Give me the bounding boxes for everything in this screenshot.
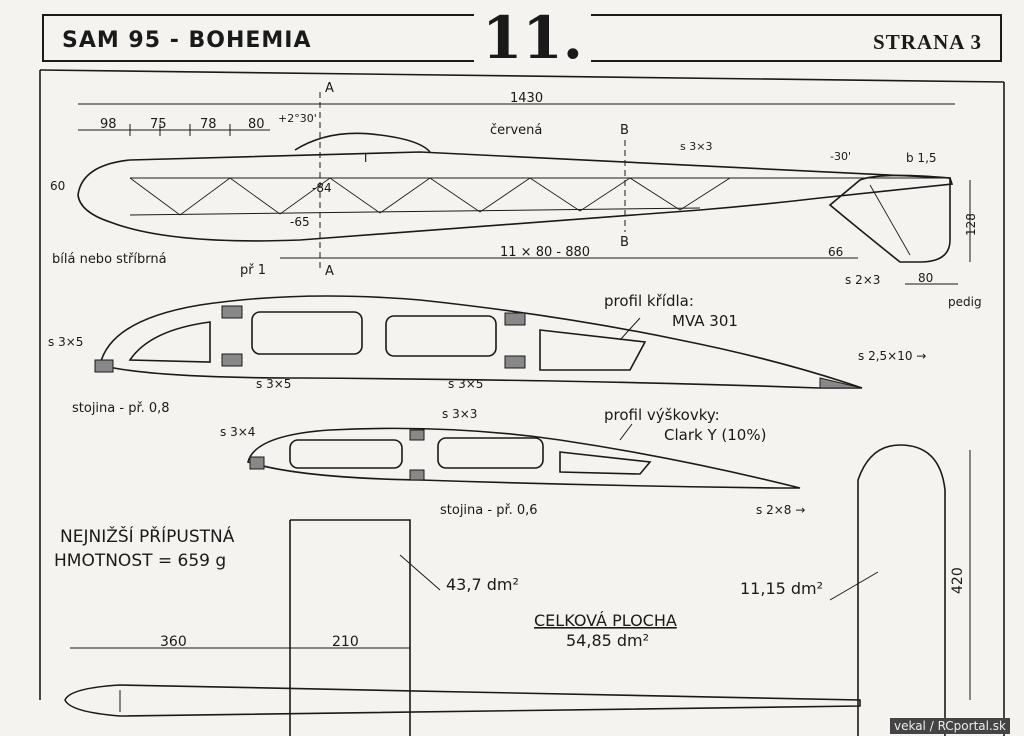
total-area: 54,85 dm² xyxy=(566,631,649,650)
dim-210: 210 xyxy=(332,634,359,650)
stab-profile-name: Clark Y (10%) xyxy=(664,426,766,444)
section-a-bottom: A xyxy=(325,264,334,279)
stab-s3x3: s 3×3 xyxy=(442,407,477,421)
wing-area: 43,7 dm² xyxy=(446,575,519,594)
angle-label: +2°30' xyxy=(278,112,317,125)
fin-height: 420 xyxy=(950,567,966,594)
dim-80: 80 xyxy=(248,117,265,132)
dim-84: -84 xyxy=(312,181,332,195)
pedig-label: pedig xyxy=(948,295,982,309)
wing-planform xyxy=(70,519,411,736)
weight-line1: NEJNIŽŠÍ PŘÍPUSTNÁ xyxy=(60,525,235,547)
weight-line2: HMOTNOST = 659 g xyxy=(54,551,226,571)
wing-stojina: stojina - př. 0,8 xyxy=(72,401,170,416)
title-block: SAM 95 - BOHEMIA 11. STRANA 3 xyxy=(42,4,1002,72)
dim-total: 1430 xyxy=(510,91,543,106)
sheet-number: 11. xyxy=(474,4,591,72)
total-area-label: CELKOVÁ PLOCHA xyxy=(534,611,677,630)
section-b-top: B xyxy=(620,123,629,138)
dim-80b: 80 xyxy=(918,271,933,285)
fuselage-side-view xyxy=(77,92,971,285)
model-title: SAM 95 - BOHEMIA xyxy=(62,28,312,53)
s3x3-fuselage: s 3×3 xyxy=(680,140,712,153)
stab-profile-title: profil výškovky: xyxy=(604,406,720,424)
stab-s2x8: s 2×8 → xyxy=(756,503,805,517)
dim-128: 128 xyxy=(964,213,978,236)
wing-s25x10: s 2,5×10 → xyxy=(858,349,926,363)
pr1-label: př 1 xyxy=(240,263,266,278)
white-label: bílá nebo stříbrná xyxy=(52,252,167,267)
t-label: T xyxy=(361,151,370,165)
dim-65: -65 xyxy=(290,215,310,229)
fin-area: 11,15 dm² xyxy=(740,579,823,598)
angle-tail: -30' xyxy=(830,150,851,163)
page-label: STRANA 3 xyxy=(873,30,982,54)
dim-78: 78 xyxy=(200,117,217,132)
stab-s3x4: s 3×4 xyxy=(220,425,255,439)
dim-98: 98 xyxy=(100,117,117,132)
wing-profile xyxy=(94,295,863,389)
wing-s3x5-rear: s 3×5 xyxy=(448,377,483,391)
stab-profile xyxy=(247,427,801,489)
dim-60: 60 xyxy=(50,179,65,193)
s2x3-label: s 2×3 xyxy=(845,273,880,287)
stab-stojina: stojina - př. 0,6 xyxy=(440,503,538,518)
dim-360: 360 xyxy=(160,634,187,650)
dim-75: 75 xyxy=(150,117,167,132)
section-a-top: A xyxy=(325,81,334,96)
spacing-label: 11 × 80 - 880 xyxy=(500,245,590,260)
fin-planform xyxy=(857,444,971,736)
watermark: vekal / RCportal.sk xyxy=(889,718,1010,734)
wing-profile-title: profil křídla: xyxy=(604,292,694,310)
fuselage-top-view xyxy=(64,684,861,717)
dim-66: 66 xyxy=(828,245,843,259)
wing-profile-name: MVA 301 xyxy=(672,312,738,330)
color-label: červená xyxy=(490,123,542,138)
b15-label: b 1,5 xyxy=(906,151,937,165)
wing-s3x5-mid: s 3×5 xyxy=(256,377,291,391)
section-b-bottom: B xyxy=(620,235,629,250)
wing-s3x5-le: s 3×5 xyxy=(48,335,83,349)
